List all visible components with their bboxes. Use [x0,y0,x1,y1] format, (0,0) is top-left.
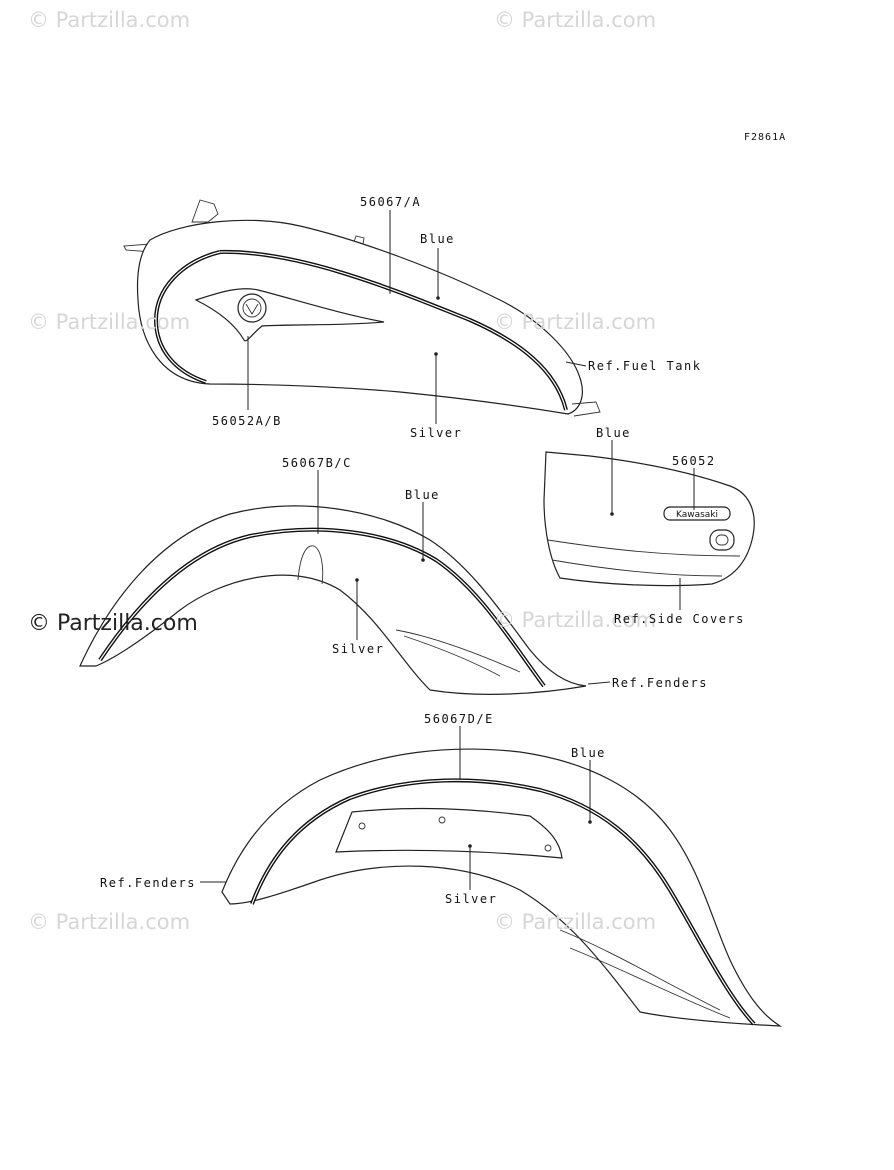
label-tank-silver: Silver [410,426,463,440]
label-rear-part: 56067D/E [424,712,494,726]
watermark: © Partzilla.com [494,608,657,632]
label-rear-ref: Ref.Fenders [100,876,196,890]
label-front-ref: Ref.Fenders [612,676,708,690]
watermark: © Partzilla.com [494,910,657,934]
label-front-part: 56067B/C [282,456,352,470]
rear-fender-inner-line [559,929,721,1011]
rear-fender-panel [335,807,563,859]
watermark: © Partzilla.com [28,8,191,32]
side-cover: Kawasaki [543,451,755,587]
tank-emblem [194,288,385,342]
watermark: © Partzilla.com [28,310,191,334]
figure-code: F2861A [744,132,787,143]
label-rear-blue: Blue [571,746,606,760]
front-fender-outer [79,505,587,695]
rear-fender-hole-1 [358,822,366,830]
fuel-tank [123,199,601,417]
watermark-strong: © Partzilla.com [28,611,198,636]
label-front-silver: Silver [332,642,385,656]
watermark: © Partzilla.com [494,8,657,32]
label-side-part: 56052 [672,454,716,468]
label-rear-silver: Silver [445,892,498,906]
side-cover-edge-2 [551,559,723,577]
side-cover-grommet [709,529,735,551]
kawasaki-badge-text: Kawasaki [676,510,718,520]
rear-fender-inner-line-2 [569,947,731,1019]
front-fender-inner-line-2 [403,635,501,677]
label-tank-emblem: 56052A/B [212,414,282,428]
watermark: © Partzilla.com [28,910,191,934]
front-fender [79,505,587,695]
rear-fender-hole-2 [438,816,446,824]
side-cover-body [543,451,755,587]
rear-fender [221,748,783,1027]
label-tank-blue: Blue [420,232,455,246]
tank-filler-neck [191,199,219,223]
side-cover-grommet-hole [715,534,729,546]
kawasaki-badge: Kawasaki [663,506,731,521]
label-tank-part: 56067/A [360,195,422,209]
tank-rear-tip [571,401,601,417]
label-tank-ref: Ref.Fuel Tank [588,359,702,373]
rear-fender-hole-3 [544,844,552,852]
side-cover-edge [547,539,741,557]
label-front-blue: Blue [405,488,440,502]
label-side-ref: Ref.Side Covers [614,612,745,626]
front-fender-inner-line [395,629,521,673]
front-fender-slot [297,545,324,585]
rear-fender-outer [221,748,783,1027]
watermark: © Partzilla.com [494,310,657,334]
label-side-blue: Blue [596,426,631,440]
leader-lines [200,210,695,890]
